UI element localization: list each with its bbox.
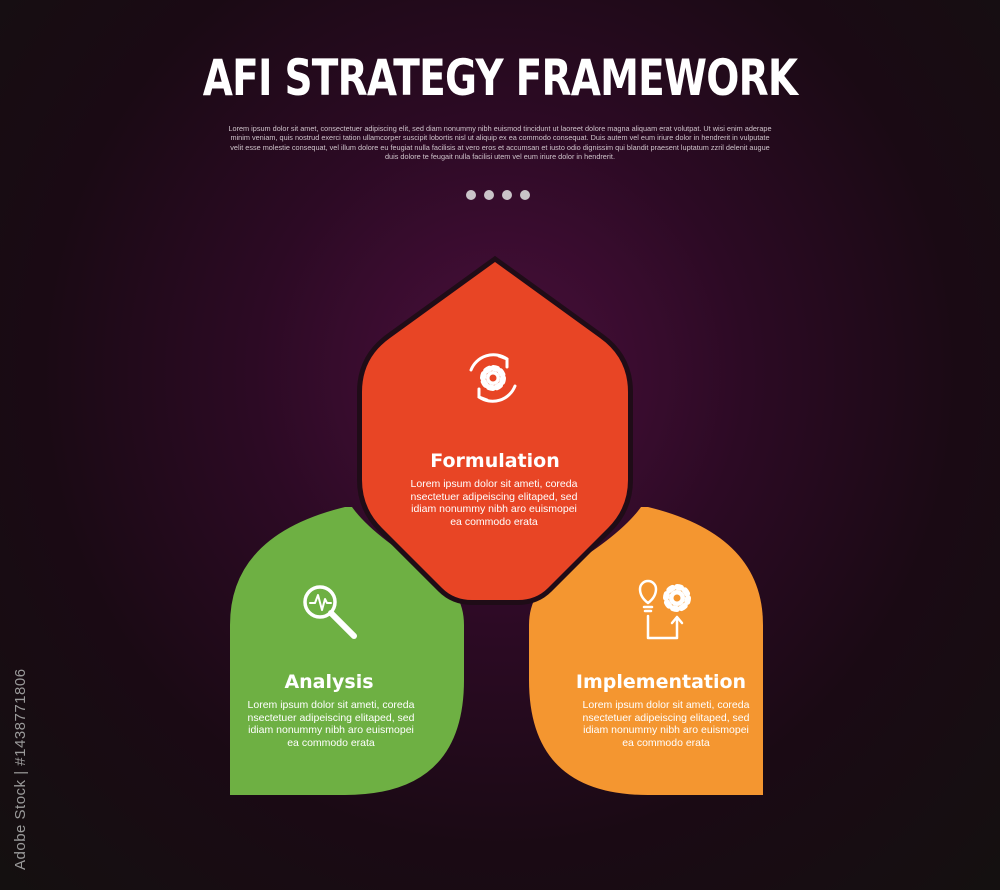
implementation-label: Implementation	[575, 671, 747, 693]
magnifier-pulse-icon	[303, 585, 357, 639]
dot	[520, 190, 530, 200]
dot	[466, 190, 476, 200]
analysis-label: Analysis	[284, 671, 374, 693]
page-subtitle: Lorem ipsum dolor sit amet, consectetuer…	[228, 124, 772, 161]
stock-id-watermark: Adobe Stock | #1438771806	[12, 668, 29, 870]
page-title: AFI STRATEGY FRAMEWORK	[202, 49, 798, 107]
gear-cycle-icon	[469, 353, 517, 403]
implementation-description: Lorem ipsum dolor sit ameti, coreda nsec…	[582, 699, 750, 749]
analysis-shape	[230, 507, 464, 795]
formulation-description: Lorem ipsum dolor sit ameti, coreda nsec…	[410, 478, 578, 528]
formulation-label: Formulation	[430, 450, 560, 472]
dot	[484, 190, 494, 200]
dot	[502, 190, 512, 200]
pagination-dots	[464, 190, 536, 202]
analysis-description: Lorem ipsum dolor sit ameti, coreda nsec…	[247, 699, 415, 749]
implementation-shape	[529, 507, 763, 795]
bulb-gear-icon	[638, 579, 691, 640]
formulation-shape	[357, 255, 633, 605]
